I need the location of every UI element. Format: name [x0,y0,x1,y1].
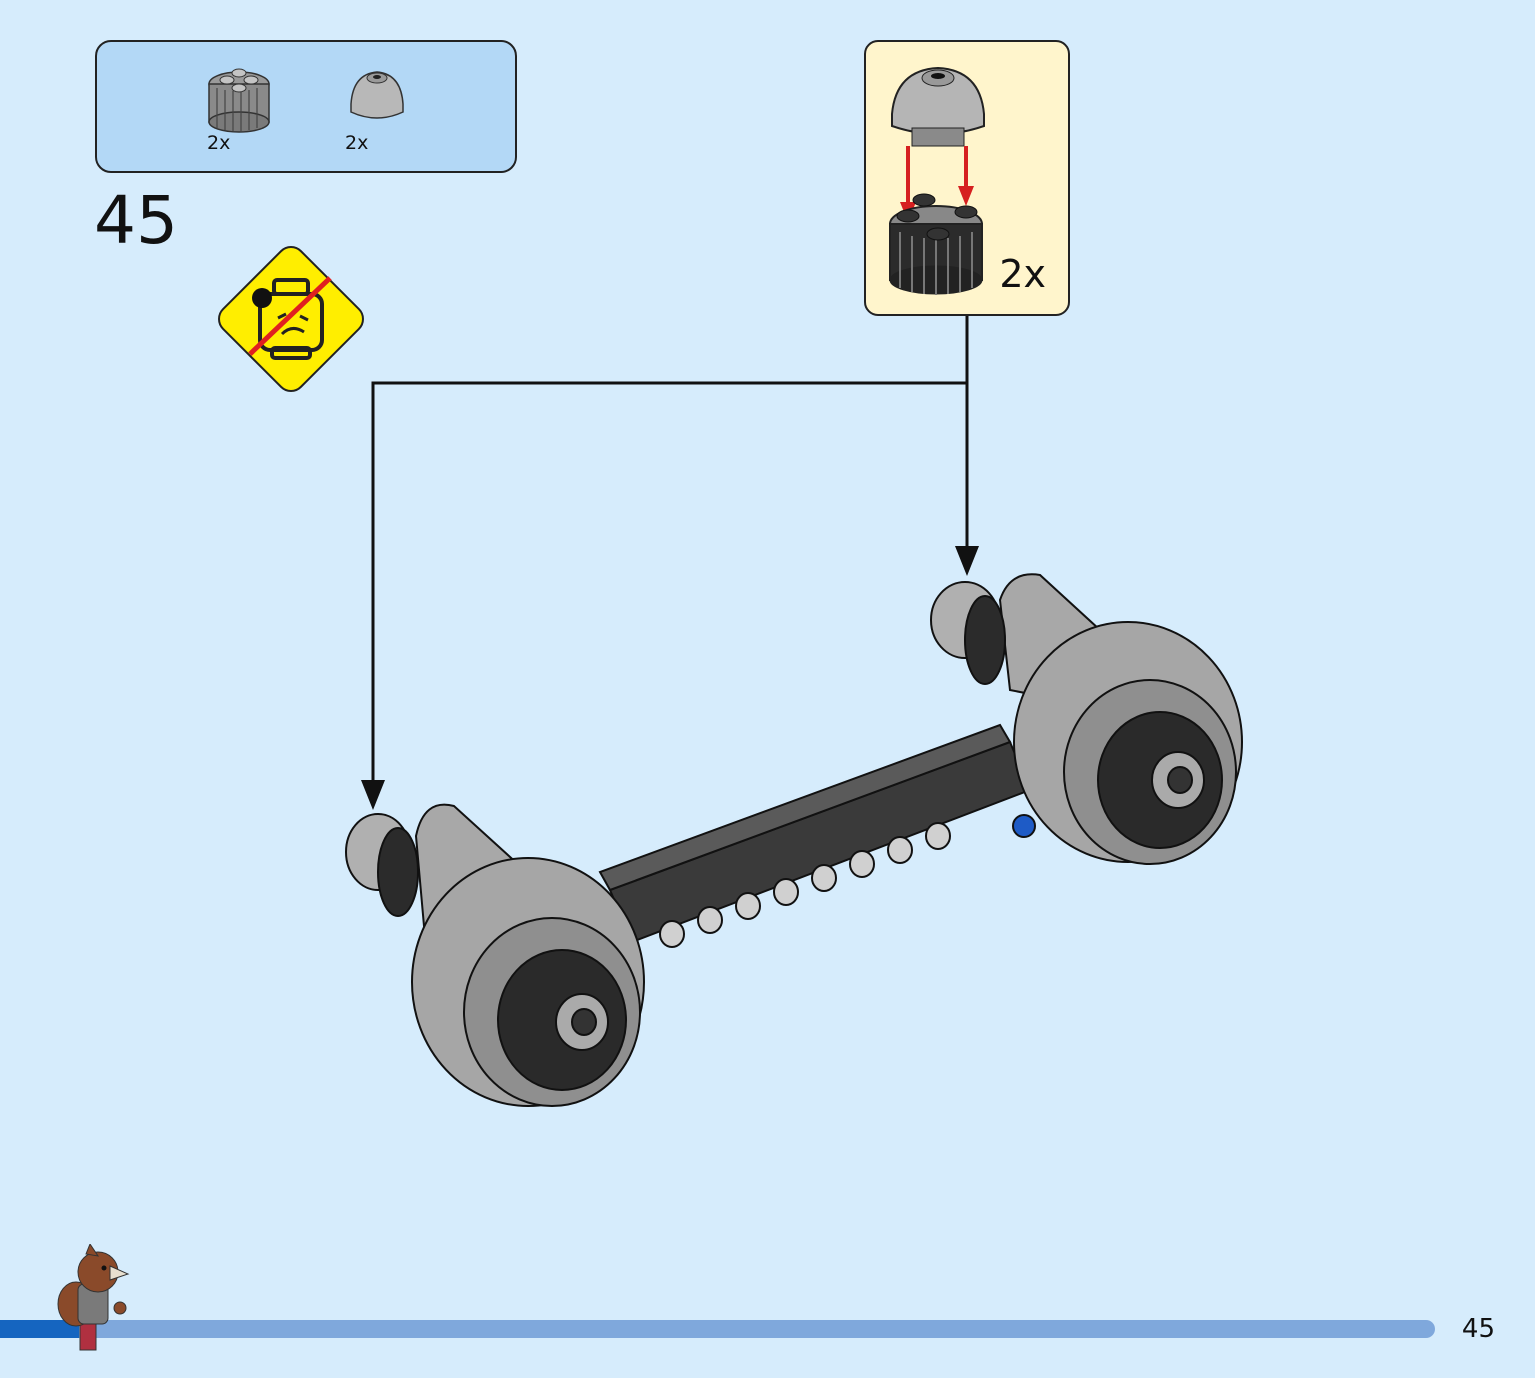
no-small-parts-warning-icon [218,246,364,392]
progress-bar [0,1320,1435,1338]
parts-item-dome: 2x [345,64,425,154]
blue-pin-icon [1012,814,1036,838]
technic-beam [598,723,1036,948]
progress-fill [0,1320,79,1338]
step-number: 45 [94,182,178,259]
mascot-character-icon [57,1244,130,1351]
parts-list-box: 2x 2x [95,40,517,173]
parts-quantity: 2x [207,132,231,154]
dome-cone-icon [350,71,404,119]
parts-quantity: 2x [345,132,369,154]
subassembly-quantity: 2x [999,252,1046,296]
arrow-down-icon [955,546,979,576]
parts-item-round-brick: 2x [207,64,287,154]
subassembly-callout: 2x [864,40,1070,316]
arrow-down-icon [361,780,385,810]
callout-connector-lines [371,316,969,786]
subassembly-diagram [889,66,985,295]
round-brick-icon [208,68,270,133]
left-wheel-assembly [345,803,645,1107]
right-wheel-assembly [930,573,1243,865]
page-number: 45 [1461,1314,1495,1344]
